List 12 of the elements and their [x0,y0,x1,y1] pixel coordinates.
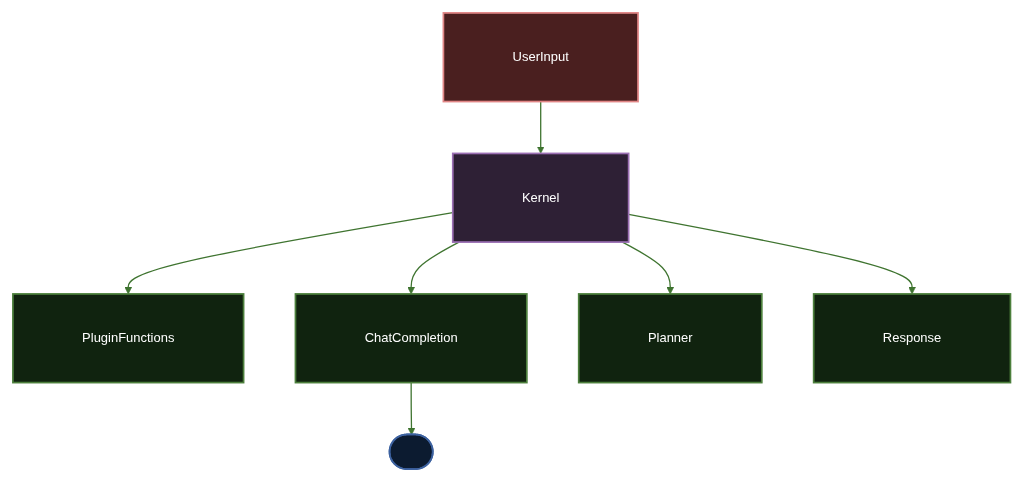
arrow [408,381,416,435]
node-box: ChatCompletion [294,292,528,383]
node-box: UserInput [442,11,640,102]
arrow [124,211,454,294]
arrow [407,240,460,294]
arrow [628,213,917,294]
node-box: Kernel [452,152,630,243]
node-box: PluginFunctions [12,292,245,383]
node-box: Response [813,292,1012,383]
arrow [537,100,545,154]
arrow [622,240,675,294]
node-box: Planner [578,292,763,383]
